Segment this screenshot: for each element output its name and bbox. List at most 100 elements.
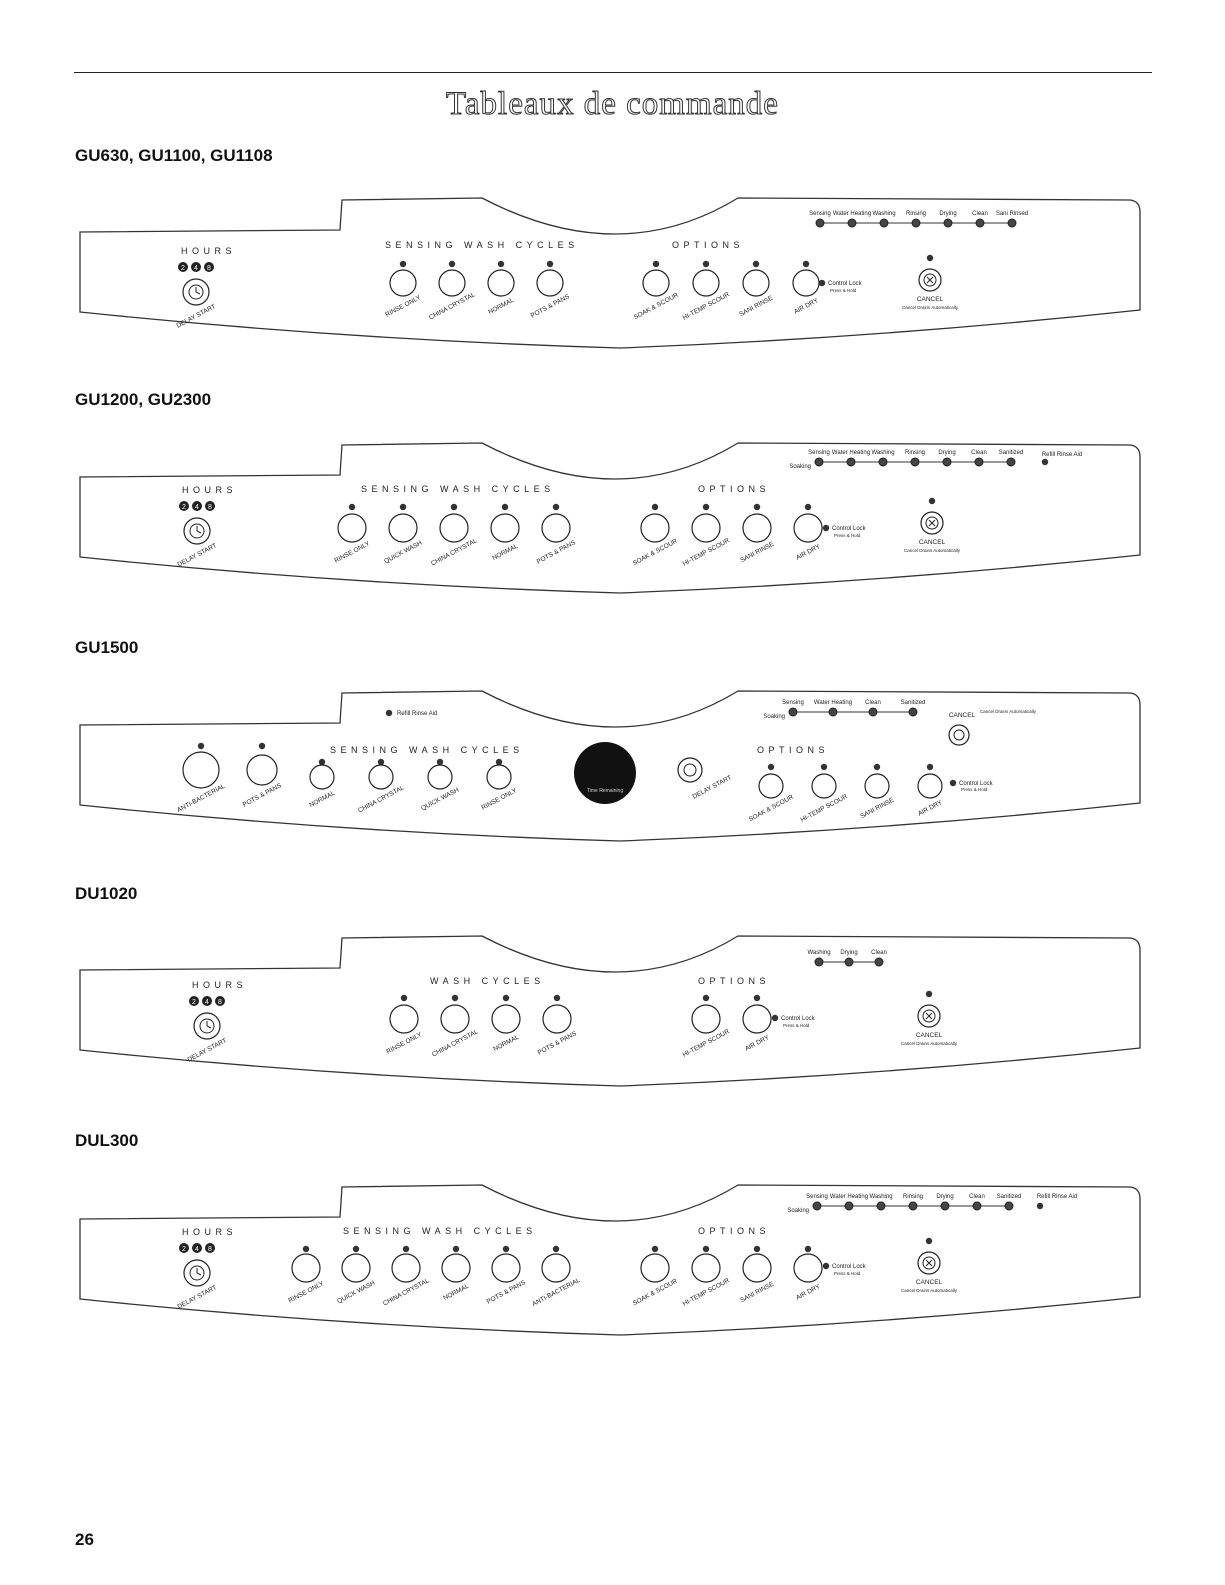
option-led xyxy=(702,994,710,1002)
cycle-led xyxy=(495,758,503,766)
panel-outline xyxy=(79,197,1141,349)
option-button[interactable] xyxy=(691,1004,721,1034)
option-button[interactable] xyxy=(642,269,670,297)
cycle-button[interactable] xyxy=(536,269,564,297)
cycle-button[interactable] xyxy=(337,513,367,543)
cycle-button[interactable] xyxy=(389,269,417,297)
cancel-label: CANCEL xyxy=(919,539,946,546)
status-led xyxy=(876,1201,886,1211)
option-led xyxy=(820,763,828,771)
cycle-button[interactable] xyxy=(490,513,520,543)
cycle-led xyxy=(399,503,407,511)
cycle-button[interactable] xyxy=(441,1253,471,1283)
status-led xyxy=(868,707,878,717)
status-label: Sanitized xyxy=(999,450,1024,456)
control-lock-label: Control Lock xyxy=(832,526,867,532)
hours-label: HOURS xyxy=(182,485,237,495)
option-button[interactable] xyxy=(917,773,943,799)
cycle-button[interactable] xyxy=(486,764,512,790)
cycle-button-label: RINSE ONLY xyxy=(333,540,371,565)
status-label: Rinsing xyxy=(906,211,926,217)
option-button[interactable] xyxy=(640,1253,670,1283)
hours-led xyxy=(192,1243,202,1253)
hours-digit: 8 xyxy=(218,999,222,1006)
option-button[interactable] xyxy=(742,269,770,297)
hours-digit: 8 xyxy=(207,265,211,272)
cycle-button[interactable] xyxy=(541,513,571,543)
option-button[interactable] xyxy=(811,773,837,799)
option-button[interactable] xyxy=(793,513,823,543)
hours-digit: 2 xyxy=(182,504,186,511)
status-label: Clean xyxy=(969,1194,985,1200)
cycle-button[interactable] xyxy=(388,513,418,543)
cycle-led xyxy=(399,260,407,268)
option-led xyxy=(702,1245,710,1253)
cycle-button[interactable] xyxy=(341,1253,371,1283)
option-button[interactable] xyxy=(742,1004,772,1034)
cycle-button-label: NORMAL xyxy=(308,790,336,809)
option-led xyxy=(702,503,710,511)
option-button-label: SANI RINSE xyxy=(739,540,775,564)
model-label-5: DUL300 xyxy=(75,1131,139,1150)
option-button[interactable] xyxy=(792,269,820,297)
cycle-button[interactable] xyxy=(542,1004,572,1034)
cycle-button[interactable] xyxy=(487,269,515,297)
cancel-x-icon xyxy=(922,1009,936,1023)
option-button-label: SANI RINSE xyxy=(738,294,774,318)
hours-led xyxy=(205,1243,215,1253)
status-led xyxy=(975,218,985,228)
option-button[interactable] xyxy=(692,269,720,297)
cycles-header: WASH CYCLES xyxy=(430,976,545,986)
cycle-button[interactable] xyxy=(389,1004,419,1034)
left-button[interactable] xyxy=(182,751,220,789)
cycle-button[interactable] xyxy=(491,1004,521,1034)
option-button[interactable] xyxy=(742,513,772,543)
cycle-button-label: NORMAL xyxy=(487,297,515,316)
option-button[interactable] xyxy=(742,1253,772,1283)
cancel-led xyxy=(925,990,933,998)
cycle-button[interactable] xyxy=(291,1253,321,1283)
left-button[interactable] xyxy=(246,754,278,786)
cycle-button[interactable] xyxy=(391,1253,421,1283)
hours-digit: 8 xyxy=(208,1246,212,1253)
status-led xyxy=(972,1201,982,1211)
cancel-label: CANCEL xyxy=(949,712,976,719)
option-button-label: AIR DRY xyxy=(795,543,822,562)
status-label: Drying xyxy=(936,1194,953,1200)
status-label: Drying xyxy=(938,450,955,456)
option-button[interactable] xyxy=(864,773,890,799)
cancel-x-icon xyxy=(923,273,937,287)
cancel-cross-icon xyxy=(925,1259,933,1267)
model-label-2: GU1200, GU2300 xyxy=(75,390,212,409)
panel-outline xyxy=(79,690,1141,842)
option-button[interactable] xyxy=(691,1253,721,1283)
cycle-button[interactable] xyxy=(427,764,453,790)
hours-digit: 4 xyxy=(195,1246,199,1253)
cycle-button[interactable] xyxy=(491,1253,521,1283)
delay-start-button[interactable] xyxy=(677,757,703,783)
option-button[interactable] xyxy=(758,773,784,799)
cycles-header: SENSING WASH CYCLES xyxy=(343,1226,537,1236)
option-button[interactable] xyxy=(691,513,721,543)
delay-start-label: DELAY START xyxy=(187,1037,228,1063)
cancel-led xyxy=(925,1237,933,1245)
cycle-button[interactable] xyxy=(438,269,466,297)
cycle-button[interactable] xyxy=(439,513,469,543)
status-label: Sensing xyxy=(808,450,830,456)
cancel-sub: Cancel Drains Automatically xyxy=(901,1041,958,1046)
control-lock-sub: Press & Hold xyxy=(783,1023,810,1028)
option-button[interactable] xyxy=(793,1253,823,1283)
cycle-button[interactable] xyxy=(440,1004,470,1034)
cycle-button[interactable] xyxy=(368,764,394,790)
cycle-button[interactable] xyxy=(309,764,335,790)
status-label: Sensing xyxy=(782,700,804,706)
hours-led xyxy=(178,262,188,272)
option-button[interactable] xyxy=(640,513,670,543)
cycles-header: SENSING WASH CYCLES xyxy=(361,484,555,494)
refill-label: Refill Rinse Aid xyxy=(1037,1194,1077,1200)
cycle-button[interactable] xyxy=(541,1253,571,1283)
cancel-button[interactable] xyxy=(948,724,970,746)
delay-start-label: DELAY START xyxy=(177,1284,218,1310)
